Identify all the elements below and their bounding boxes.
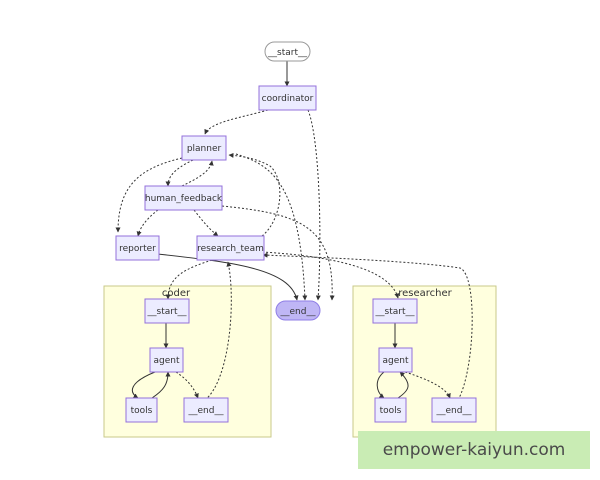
node-reporter[interactable]: reporter bbox=[115, 235, 160, 261]
node-research-team[interactable]: research_team bbox=[196, 235, 265, 261]
node-researcher-tools-label: tools bbox=[380, 406, 402, 416]
node-coordinator-label: coordinator bbox=[262, 94, 314, 104]
edge-research-team-planner bbox=[228, 152, 281, 237]
node-coder-start-label: __start__ bbox=[147, 307, 187, 317]
node-coder-tools[interactable]: tools bbox=[125, 397, 158, 423]
node-researcher-tools[interactable]: tools bbox=[374, 397, 407, 423]
node-start[interactable]: __start__ bbox=[264, 41, 311, 62]
watermark-text: empower-kaiyun.com bbox=[382, 440, 566, 460]
edge-coder-end-research-team bbox=[204, 261, 232, 401]
edge-planner-reporter bbox=[115, 157, 183, 233]
cluster-coder-label: coder bbox=[162, 288, 191, 299]
node-planner[interactable]: planner bbox=[181, 135, 227, 161]
watermark-banner: empower-kaiyun.com bbox=[358, 431, 590, 469]
node-planner-label: planner bbox=[187, 144, 222, 154]
node-reporter-label: reporter bbox=[119, 244, 156, 254]
edge-researcher-agent-tools bbox=[376, 371, 385, 399]
node-coordinator[interactable]: coordinator bbox=[258, 85, 317, 111]
edge-human-feedback-reporter bbox=[136, 209, 159, 237]
node-coder-tools-label: tools bbox=[131, 406, 153, 416]
edge-researcher-tools-agent bbox=[397, 371, 409, 399]
edges bbox=[115, 61, 473, 401]
node-researcher-end[interactable]: __end__ bbox=[431, 397, 477, 423]
node-human-feedback-label: human_feedback bbox=[145, 194, 223, 204]
edge-planner-human-feedback bbox=[165, 159, 194, 187]
edge-coder-agent-tools bbox=[131, 371, 156, 399]
edge-human-feedback-research-team bbox=[193, 209, 219, 237]
edge-reporter-end bbox=[156, 253, 299, 301]
edge-researcher-agent-end bbox=[404, 371, 451, 399]
edge-researcher-end-research-team bbox=[262, 252, 473, 401]
node-coder-agent[interactable]: agent bbox=[149, 347, 184, 373]
node-end[interactable]: __end__ bbox=[275, 300, 321, 321]
node-coder-agent-label: agent bbox=[154, 356, 180, 366]
node-human-feedback[interactable]: human_feedback bbox=[144, 185, 223, 211]
edge-coordinator-end bbox=[307, 109, 321, 301]
node-start-label: __start__ bbox=[267, 48, 307, 58]
cluster-researcher-label: researcher bbox=[398, 288, 452, 299]
edge-planner-end bbox=[235, 153, 308, 301]
node-coder-start[interactable]: __start__ bbox=[144, 298, 190, 324]
node-researcher-start-label: __start__ bbox=[375, 307, 415, 317]
node-researcher-agent-label: agent bbox=[383, 356, 409, 366]
edge-coordinator-planner bbox=[204, 109, 269, 135]
edge-human-feedback-end bbox=[221, 205, 335, 301]
node-research-team-label: research_team bbox=[197, 244, 264, 254]
node-researcher-agent[interactable]: agent bbox=[378, 347, 413, 373]
node-coder-end-label: __end__ bbox=[188, 406, 224, 416]
edge-research-team-coder bbox=[165, 259, 213, 300]
node-researcher-end-label: __end__ bbox=[436, 406, 472, 416]
node-researcher-start[interactable]: __start__ bbox=[372, 298, 418, 324]
edge-coder-tools-agent bbox=[151, 371, 171, 399]
node-coder-end[interactable]: __end__ bbox=[183, 397, 229, 423]
node-end-label: __end__ bbox=[280, 307, 316, 317]
edge-human-feedback-planner bbox=[181, 160, 214, 187]
